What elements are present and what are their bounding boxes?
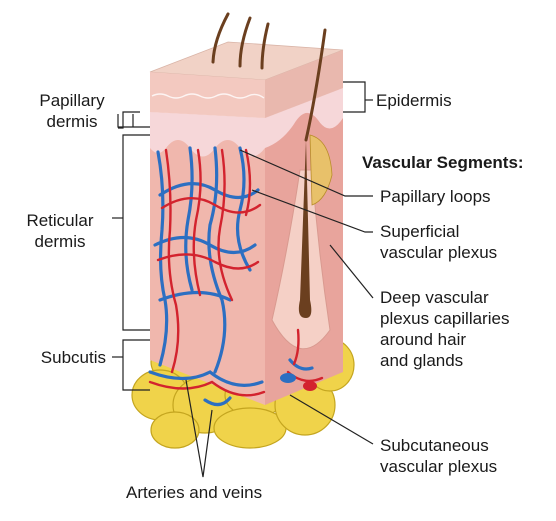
- label-epidermis: Epidermis: [376, 90, 452, 111]
- label-subcutis-text: Subcutis: [10, 347, 106, 368]
- label-subcutis: Subcutis: [10, 347, 106, 368]
- vascular-segments-heading: Vascular Segments:: [362, 153, 524, 173]
- label-deep-line1: Deep vascular: [380, 287, 509, 308]
- label-deep-line4: and glands: [380, 350, 509, 371]
- label-deep-line3: around hair: [380, 329, 509, 350]
- label-subcutaneous-line2: vascular plexus: [380, 456, 497, 477]
- label-superficial-line1: Superficial: [380, 221, 497, 242]
- label-arteries-and-veins-text: Arteries and veins: [126, 482, 262, 503]
- label-epidermis-text: Epidermis: [376, 90, 452, 111]
- label-reticular-dermis-line2: dermis: [10, 231, 110, 252]
- label-arteries-and-veins: Arteries and veins: [126, 482, 262, 503]
- label-superficial-vascular-plexus: Superficial vascular plexus: [380, 221, 497, 263]
- label-papillary-loops-text: Papillary loops: [380, 186, 491, 207]
- vessel-cut-vein: [280, 373, 296, 383]
- label-papillary-dermis: Papillary dermis: [22, 90, 122, 132]
- label-papillary-dermis-line1: Papillary: [22, 90, 122, 111]
- label-reticular-dermis-line1: Reticular: [10, 210, 110, 231]
- label-reticular-dermis: Reticular dermis: [10, 210, 110, 252]
- label-subcutaneous-vascular-plexus: Subcutaneous vascular plexus: [380, 435, 497, 477]
- label-deep-vascular-plexus: Deep vascular plexus capillaries around …: [380, 287, 509, 371]
- label-superficial-line2: vascular plexus: [380, 242, 497, 263]
- label-papillary-loops: Papillary loops: [380, 186, 491, 207]
- vessel-cut-artery: [303, 381, 317, 391]
- label-deep-line2: plexus capillaries: [380, 308, 509, 329]
- label-papillary-dermis-line2: dermis: [22, 111, 122, 132]
- label-subcutaneous-line1: Subcutaneous: [380, 435, 497, 456]
